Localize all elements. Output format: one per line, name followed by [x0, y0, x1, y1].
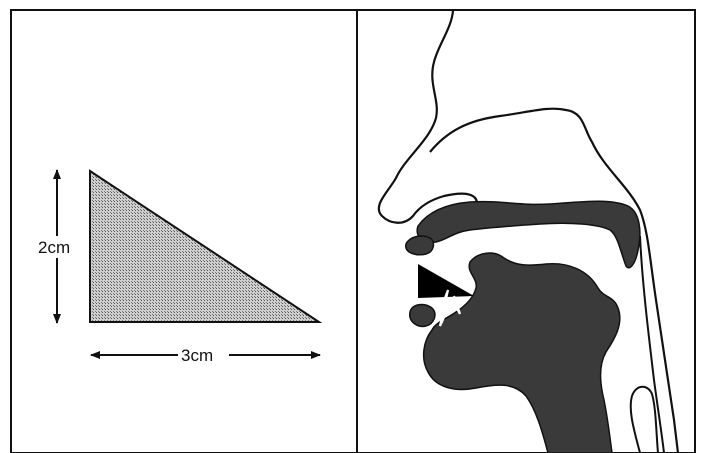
tongue-jaw [424, 253, 620, 453]
epiglottis [631, 387, 658, 453]
height-label: 2cm [38, 238, 70, 257]
triangle-panel: 2cm 3cm [38, 170, 320, 365]
upper-lip [406, 236, 434, 255]
face-outline [379, 10, 477, 223]
vocal-tract-panel [379, 10, 678, 453]
triangle-shape [90, 171, 319, 322]
lower-lip [410, 305, 435, 327]
width-label: 3cm [181, 346, 213, 365]
